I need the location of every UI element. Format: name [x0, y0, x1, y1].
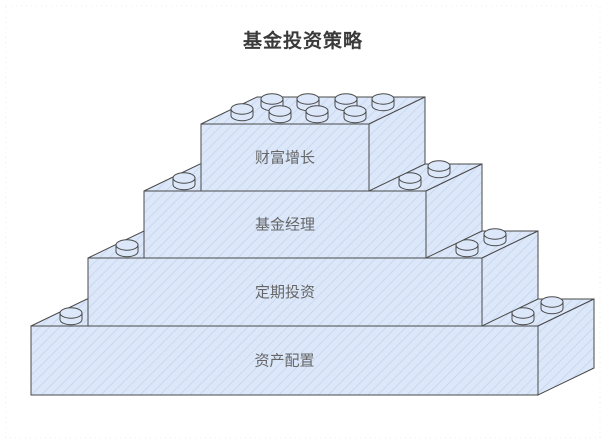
tier-label: 定期投资 — [255, 283, 315, 301]
tier-front-face — [30, 325, 539, 396]
tier-studs — [172, 160, 451, 191]
tier-studs — [59, 296, 564, 326]
tier-studs — [115, 228, 507, 258]
tier-studs — [230, 93, 395, 124]
diagram-title: 基金投资策略 — [242, 30, 363, 52]
tier-label: 资产配置 — [254, 352, 314, 370]
tier-label: 基金经理 — [255, 216, 315, 234]
tier-front-face — [200, 123, 370, 192]
tier-label: 财富增长 — [255, 149, 315, 167]
tier-front-face — [87, 257, 483, 327]
tier-1: 财富增长 — [200, 93, 426, 192]
frame-border — [5, 5, 601, 439]
